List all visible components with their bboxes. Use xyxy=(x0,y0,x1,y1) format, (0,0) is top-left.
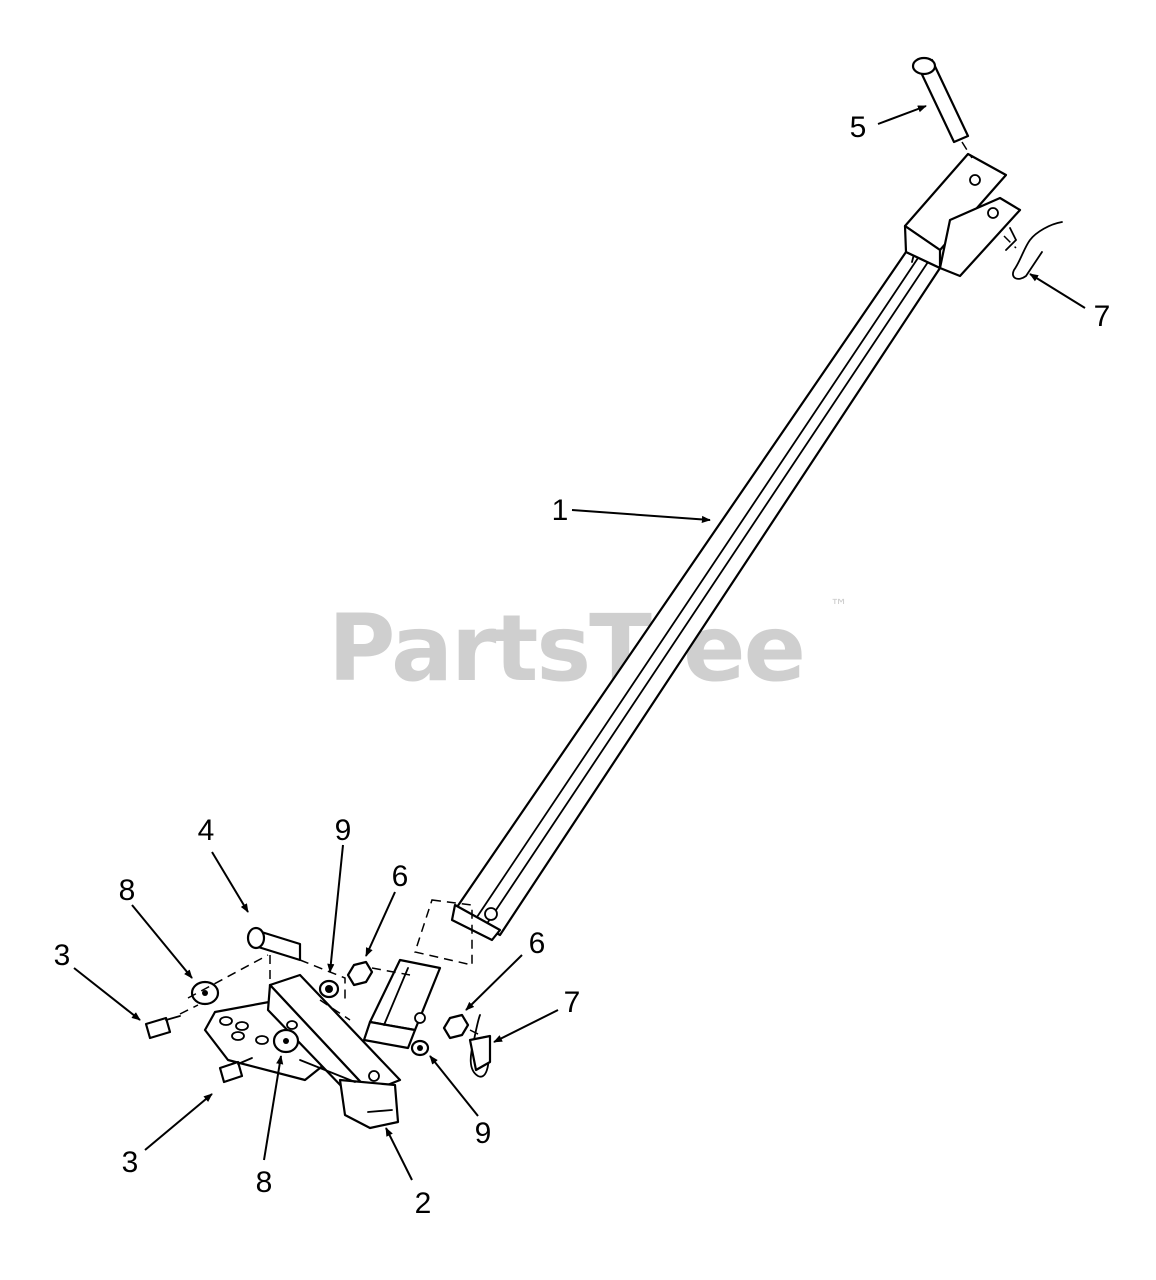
part-2-socket xyxy=(362,958,442,1050)
part-7-hairpin-upper[interactable] xyxy=(1003,221,1063,280)
callout-5: 5 xyxy=(850,111,867,144)
callout-7-lower: 7 xyxy=(564,986,581,1019)
part-2-bracket[interactable] xyxy=(203,973,402,1130)
callout-6-upper: 6 xyxy=(392,860,409,893)
part-6-nut-upper[interactable] xyxy=(346,960,374,987)
callout-7-upper: 7 xyxy=(1094,300,1111,333)
callout-8-upper: 8 xyxy=(119,874,136,907)
part-6-nut-lower[interactable] xyxy=(442,1013,470,1040)
callout-3-lower: 3 xyxy=(122,1146,139,1179)
watermark-text: PartsTree xyxy=(328,595,804,702)
part-8-washer-lower[interactable] xyxy=(272,1028,300,1054)
part-9-nut-upper[interactable] xyxy=(318,979,340,999)
part-1-upper-bracket xyxy=(903,152,1022,278)
part-3-bolt-lower[interactable] xyxy=(218,1057,253,1084)
callout-3-upper: 3 xyxy=(54,939,71,972)
part-9-nut-lower[interactable] xyxy=(410,1039,430,1057)
part-1-lower-end xyxy=(414,899,502,966)
part-4-clevis-pin[interactable] xyxy=(246,926,302,985)
part-7-hairpin-lower[interactable] xyxy=(468,1014,492,1078)
watermark-trademark: ™ xyxy=(830,596,848,617)
callout-9-lower: 9 xyxy=(475,1117,492,1150)
part-8-washer-upper[interactable] xyxy=(190,980,220,1006)
part-5-pin[interactable] xyxy=(911,56,973,159)
part-3-bolt-upper[interactable] xyxy=(144,1004,199,1040)
part-1-tube[interactable] xyxy=(453,250,942,937)
callout-8-lower: 8 xyxy=(256,1166,273,1199)
leaders xyxy=(73,105,1086,1181)
callout-labels: 1 2 3 3 4 5 6 6 7 7 8 8 9 9 xyxy=(54,111,1111,1220)
callout-2: 2 xyxy=(415,1187,432,1220)
callout-4: 4 xyxy=(198,814,215,847)
callout-6-lower: 6 xyxy=(529,927,546,960)
callout-9-upper: 9 xyxy=(335,814,352,847)
callout-1: 1 xyxy=(552,494,569,527)
watermark: PartsTree ™ xyxy=(328,595,848,702)
